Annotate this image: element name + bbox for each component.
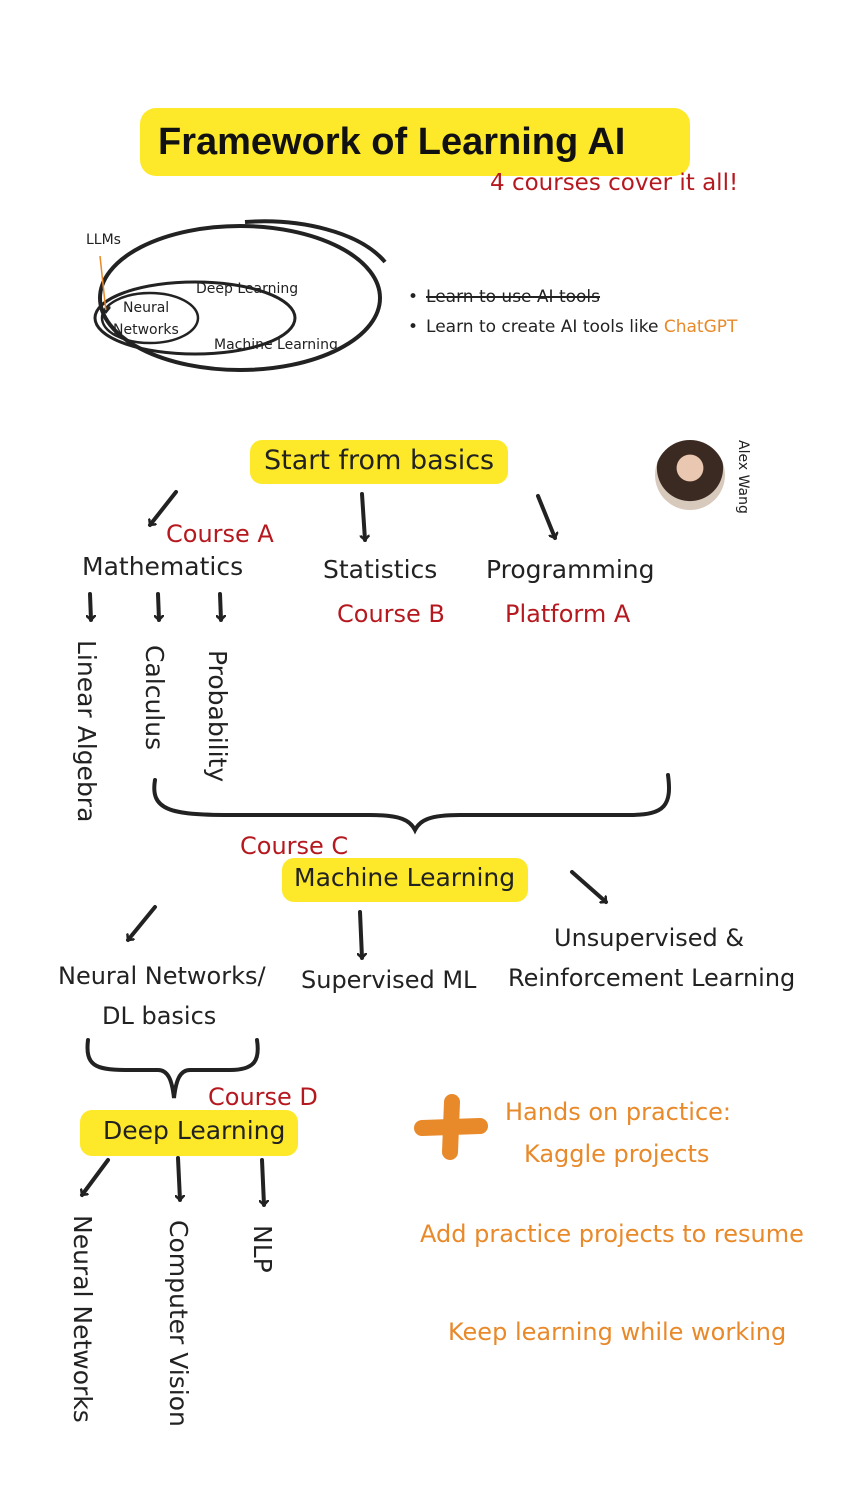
course-b-label: Course B: [337, 600, 445, 628]
author-name: Alex Wang: [735, 440, 751, 514]
nn-basics-label-2: DL basics: [102, 1002, 217, 1030]
dl-cv-label: Computer Vision: [164, 1220, 193, 1427]
neural-label-2: Networks: [113, 322, 179, 338]
subtitle: 4 courses cover it all!: [490, 170, 739, 196]
linear-algebra-label: Linear Algebra: [72, 640, 101, 823]
arrow-calculus: [158, 592, 159, 622]
goal-item: Learn to create AI tools like ChatGPT: [408, 312, 737, 342]
keep-learning-note: Keep learning while working: [448, 1318, 787, 1346]
page-title: Framework of Learning AI: [140, 108, 690, 176]
deep-learning-label: Deep Learning: [196, 281, 299, 297]
probability-label: Probability: [203, 650, 232, 783]
arrow-to-math: [150, 490, 178, 527]
course-a-label: Course A: [166, 520, 274, 548]
calculus-label: Calculus: [140, 645, 169, 751]
author-avatar: [655, 440, 725, 510]
llms-label: LLMs: [86, 232, 121, 248]
arrow-unsupervised: [570, 870, 608, 904]
unsupervised-label-2: Reinforcement Learning: [508, 964, 796, 992]
start-label: Start from basics: [264, 445, 495, 476]
ml-label: Machine Learning: [294, 863, 516, 892]
goal-item-struck: Learn to use AI tools: [408, 282, 737, 312]
big-brace: [152, 773, 671, 835]
deep-learning-ellipse: [93, 280, 297, 356]
neural-label-1: Neural: [123, 300, 170, 316]
ml-highlight: [282, 858, 528, 902]
dl-highlight: [80, 1110, 298, 1156]
practice-line-2: Kaggle projects: [524, 1140, 710, 1168]
outer-ellipse: [98, 224, 382, 372]
goal-list: Learn to use AI tools Learn to create AI…: [408, 282, 737, 342]
course-d-label: Course D: [208, 1083, 318, 1111]
nn-basics-label-1: Neural Networks/: [58, 962, 266, 990]
supervised-label: Supervised ML: [301, 966, 477, 994]
practice-line-1: Hands on practice:: [505, 1098, 731, 1126]
start-highlight: [250, 440, 508, 484]
arrow-dl-nlp: [262, 1158, 264, 1207]
unsupervised-label-1: Unsupervised &: [554, 924, 745, 952]
arrow-supervised: [360, 910, 362, 960]
arrow-dl-nn: [82, 1158, 110, 1197]
dl-nn-label: Neural Networks: [68, 1215, 97, 1423]
plus-icon: [414, 1094, 488, 1160]
small-brace: [85, 1038, 260, 1099]
dl-label: Deep Learning: [103, 1116, 286, 1145]
prog-label: Programming: [486, 555, 655, 584]
llms-arrow: [99, 255, 106, 312]
neural-networks-ellipse: [100, 291, 200, 345]
arrow-to-prog: [536, 494, 555, 540]
venn-diagram: [93, 219, 387, 372]
arrow-dl-cv: [178, 1156, 180, 1202]
outer-ellipse-tail: [244, 219, 387, 264]
stats-label: Statistics: [323, 555, 438, 584]
arrow-linear-algebra: [90, 592, 91, 622]
platform-a-label: Platform A: [505, 600, 631, 628]
arrow-to-stats: [362, 492, 365, 542]
resume-note: Add practice projects to resume: [420, 1220, 804, 1248]
course-c-label: Course C: [240, 832, 349, 860]
math-label: Mathematics: [82, 552, 244, 581]
dl-nlp-label: NLP: [248, 1225, 277, 1273]
arrow-probability: [220, 592, 221, 622]
arrow-nn-basics: [126, 905, 157, 942]
machine-learning-label: Machine Learning: [214, 337, 338, 353]
